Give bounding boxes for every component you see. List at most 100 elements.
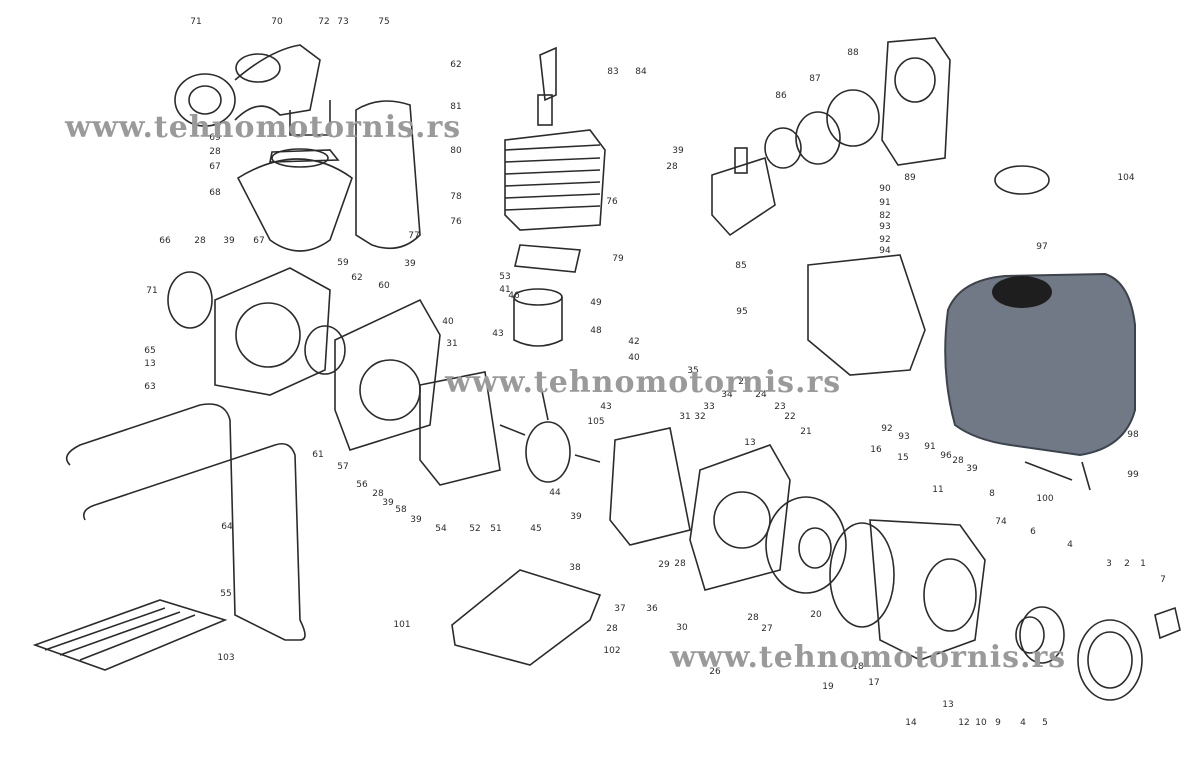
part-number-label: 39 [966,464,978,474]
carburetor-drawing [711,147,776,237]
part-number-label: 88 [847,48,859,58]
part-number-label: 31 [446,339,457,349]
part-number-label: 65 [144,346,155,356]
cover-plate-drawing [355,100,421,250]
part-number-label: 55 [220,589,231,599]
starter-housing-drawing [869,519,986,661]
part-number-label: 103 [217,653,234,663]
part-number-label: 67 [253,236,264,246]
part-number-label: 76 [606,197,618,207]
crankcase-middle-drawing [334,298,441,451]
part-number-label: 28 [606,624,618,634]
part-number-label: 73 [337,17,348,27]
filter-ring-drawing [795,111,841,165]
part-number-label: 44 [549,488,561,498]
part-number-label: 5 [1042,718,1048,728]
part-number-label: 59 [337,258,349,268]
part-number-label: 100 [1036,494,1053,504]
part-number-label: 42 [628,337,639,347]
part-number-label: 105 [587,417,604,427]
part-number-label: 85 [735,261,746,271]
air-filter-funnel-drawing [236,148,353,252]
part-number-label: 92 [881,424,892,434]
part-number-label: 7 [1160,575,1166,585]
part-number-labels: 1234567891011121314151617181920212223242… [144,17,1166,728]
part-number-label: 58 [395,505,407,515]
part-number-label: 28 [674,559,686,569]
part-number-label: 70 [271,17,283,27]
part-number-label: 89 [904,173,916,183]
part-number-label: 39 [570,512,582,522]
part-number-label: 94 [879,246,891,256]
part-number-label: 99 [1127,470,1139,480]
part-number-label: 35 [687,366,698,376]
part-number-label: 33 [703,402,714,412]
part-number-label: 10 [975,718,987,728]
part-number-label: 4 [1020,718,1026,728]
part-number-label: 52 [469,524,480,534]
part-number-label: 104 [1117,173,1134,183]
piston-drawing [513,288,563,347]
part-number-label: 74 [995,517,1007,527]
part-number-label: 76 [450,217,462,227]
part-number-label: 90 [879,184,891,194]
part-number-label: 39 [672,146,684,156]
part-number-label: 14 [905,718,917,728]
part-number-label: 62 [450,60,461,70]
part-drawings [32,37,1181,701]
part-number-label: 39 [410,515,422,525]
part-number-label: 28 [747,613,759,623]
part-number-label: 30 [676,623,688,633]
part-number-label: 13 [942,700,953,710]
part-number-label: 28 [194,236,206,246]
filter-screen-drawing [764,127,802,169]
part-number-label: 86 [775,91,787,101]
crankcase-half-left-drawing [214,267,331,396]
part-number-label: 9 [995,718,1001,728]
part-number-label: 12 [958,718,969,728]
part-number-label: 68 [209,188,221,198]
part-number-label: 37 [614,604,625,614]
starter-spring-drawing [1015,616,1045,654]
part-number-label: 77 [408,231,419,241]
part-number-label: 43 [600,402,611,412]
part-number-label: 49 [590,298,602,308]
mount-plate-drawing [451,569,602,666]
part-number-label: 32 [694,412,705,422]
fuel-cap-drawing [994,165,1050,195]
fuel-tank-body [944,272,1136,457]
part-number-label: 28 [666,162,678,172]
part-number-label: 8 [989,489,995,499]
part-number-label: 51 [490,524,501,534]
part-number-label: 54 [435,524,447,534]
part-number-label: 19 [822,682,834,692]
part-number-label: 29 [658,560,670,570]
cylinder-gasket-drawing [514,244,581,273]
part-number-label: 78 [450,192,462,202]
engine-block-drawing [609,427,691,546]
part-number-label: 80 [450,146,462,156]
part-number-label: 60 [378,281,390,291]
part-number-label: 28 [372,489,384,499]
part-number-label: 24 [755,390,767,400]
cylinder-shroud-drawing [807,254,926,376]
starter-cup-drawing [1077,619,1143,701]
part-number-label: 57 [337,462,348,472]
part-number-label: 93 [879,222,890,232]
part-number-label: 38 [569,563,581,573]
part-number-label: 43 [492,329,503,339]
part-number-label: 48 [590,326,602,336]
part-number-label: 53 [499,272,510,282]
part-number-label: 98 [1127,430,1139,440]
part-number-label: 96 [940,451,952,461]
part-number-label: 6 [1030,527,1036,537]
impeller-drawing [304,325,346,375]
part-number-label: 93 [898,432,909,442]
part-number-label: 39 [404,259,416,269]
rod-drawing [1024,461,1073,481]
part-number-label: 92 [879,235,890,245]
part-number-label: 28 [209,147,221,157]
part-number-label: 66 [159,236,171,246]
